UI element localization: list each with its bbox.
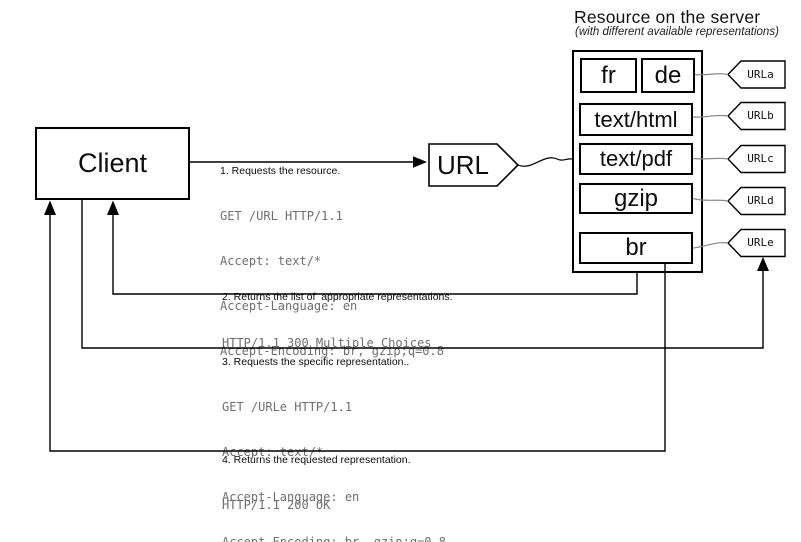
representation-box-gzip: gzip	[579, 183, 693, 214]
step4-arrowhead-icon	[44, 200, 56, 215]
step3-label: 3. Requests the specific representation.…	[222, 356, 410, 368]
step1-label: 1. Requests the resource.	[220, 165, 341, 177]
http-line: Accept: text/*	[220, 254, 322, 268]
representation-box-fr: fr	[580, 58, 637, 93]
http-line: Accept-Language: en	[222, 490, 360, 504]
url-tag-label-a: URLa	[747, 67, 774, 81]
page-title: Resource on the server	[574, 7, 761, 27]
step2-arrowhead-icon	[107, 200, 119, 215]
url-tag-label-b: URLb	[747, 109, 774, 122]
http-line: Accept-Encoding: br, gzip;q=0.8	[222, 535, 446, 542]
url-node-label: URL	[436, 149, 489, 180]
step4-response-headers: HTTP/1.1 200 OK Content-Location: /URLe …	[222, 468, 388, 542]
representation-box-textpdf: text/pdf	[579, 143, 693, 175]
url-tag-label-e: URLe	[747, 236, 774, 249]
representation-box-texthtml: text/html	[579, 103, 693, 136]
step1-arrowhead-icon	[413, 156, 427, 168]
step2-label: 2. Returns the list of appropriate repre…	[222, 291, 453, 303]
url-tag-label-c: URLc	[747, 152, 774, 165]
step3-arrowhead-icon	[757, 257, 769, 271]
http-line: GET /URLe HTTP/1.1	[222, 400, 353, 414]
http-line: HTTP/1.1 200 OK	[222, 498, 331, 512]
page-subtitle: (with different available representation…	[575, 26, 779, 38]
http-line: HTTP/1.1 300 Multiple Choices	[222, 336, 432, 350]
url-tag-label-d: URLd	[747, 194, 774, 207]
url-to-server-connector	[517, 157, 573, 167]
http-line: GET /URL HTTP/1.1	[220, 209, 343, 223]
step4-label: 4. Returns the requested representation.	[222, 454, 411, 466]
representation-box-de: de	[641, 58, 695, 93]
representation-box-br: br	[579, 232, 693, 264]
client-box: Client	[35, 127, 190, 200]
